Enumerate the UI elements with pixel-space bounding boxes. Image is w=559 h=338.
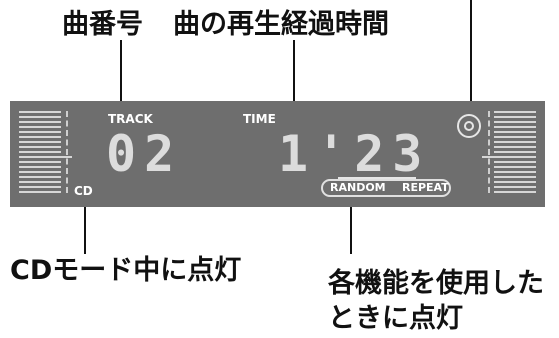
track-leader-line <box>120 40 122 116</box>
left-tick <box>58 156 72 158</box>
sync-icon <box>457 114 481 138</box>
cd-mode-callout: CDモード中に点灯 <box>10 255 242 286</box>
lcd-display-panel: TRACK TIME CD 02 1'23 RANDOM REPEAT <box>10 101 545 207</box>
time-label: TIME <box>243 112 276 126</box>
elapsed-time-callout: 曲の再生経過時間 <box>173 9 389 40</box>
sync-icon-inner <box>464 121 474 131</box>
right-level-meter <box>494 111 536 193</box>
track-label: TRACK <box>108 112 153 126</box>
function-leader-line <box>350 200 352 254</box>
right-tick <box>482 156 496 158</box>
right-divider <box>488 111 490 193</box>
function-callout-line1: 各機能を使用した <box>328 268 544 299</box>
repeat-indicator: REPEAT <box>402 181 449 194</box>
function-callout-line2: ときに点灯 <box>328 303 463 334</box>
track-number-callout: 曲番号 <box>62 9 143 40</box>
left-divider <box>66 111 68 193</box>
sync-leader-line <box>470 0 472 113</box>
random-indicator: RANDOM <box>330 181 386 194</box>
cd-indicator: CD <box>74 184 93 198</box>
time-leader-line <box>293 40 295 116</box>
left-level-meter <box>19 111 61 193</box>
elapsed-time-readout: 1'23 <box>278 125 431 183</box>
track-number-readout: 02 <box>106 125 183 183</box>
time-underline <box>338 177 416 179</box>
cd-leader-line <box>84 200 86 254</box>
function-indicator-box: RANDOM REPEAT <box>321 179 451 197</box>
